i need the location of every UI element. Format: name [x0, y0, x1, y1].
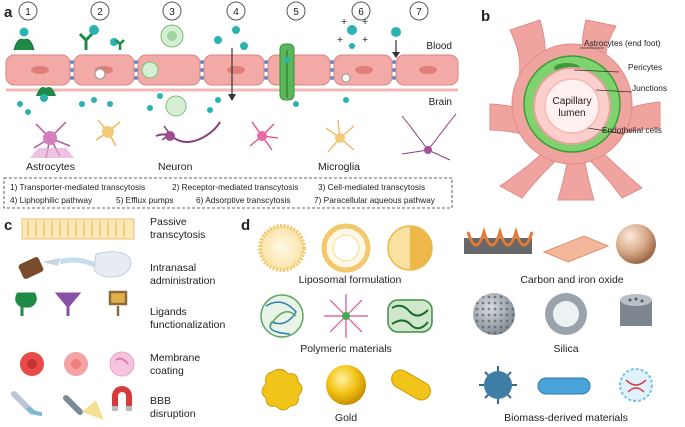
legend-item: 6) Adsorptive transcytosis	[196, 195, 291, 205]
step-markers: 1 2 3 4 5 6 7	[18, 1, 429, 21]
legend-item: 4) Liphophilic pathway	[10, 195, 93, 205]
panel-c: c	[4, 216, 225, 420]
svg-text:5: 5	[293, 7, 299, 18]
capillary-lumen	[544, 78, 600, 134]
legend-item: 1) Transporter-mediated transcytosis	[10, 182, 145, 192]
liposome-icons	[258, 223, 433, 273]
pathway-paracellular	[391, 27, 401, 58]
svg-text:7: 7	[416, 7, 422, 18]
svg-text:4: 4	[233, 7, 239, 18]
step-marker-1: 1	[18, 1, 38, 21]
panel-label-d: d	[241, 217, 250, 234]
bbb-disruption-label: BBB	[150, 395, 171, 407]
step-marker-4: 4	[226, 1, 246, 21]
panel-b: b Capillary lumen Astrocytes (end foot) …	[481, 8, 667, 201]
silica-icons	[473, 293, 652, 335]
neuron-cell	[155, 121, 221, 143]
microglia-label: Microglia	[318, 161, 360, 173]
pathway-legend: 1) Transporter-mediated transcytosis 2) …	[3, 177, 453, 209]
step-marker-6: 6	[351, 1, 371, 21]
pathway-cell-mediated	[141, 24, 187, 117]
membrane-coating-label: coating	[150, 365, 184, 377]
liposomal-label: Liposomal formulation	[299, 274, 402, 286]
step-marker-2: 2	[90, 1, 110, 21]
passive-transcytosis-label: Passive	[150, 216, 187, 228]
brain-label: Brain	[429, 97, 452, 108]
astrocyte-cell-yellow	[95, 119, 121, 147]
charge-label: +	[362, 34, 368, 46]
ligands-label: functionalization	[150, 319, 225, 331]
pathway-transporter	[13, 27, 56, 115]
astrocytes-label: Astrocytes	[26, 161, 75, 173]
biomass-label: Biomass-derived materials	[504, 412, 628, 424]
intranasal-label: Intranasal	[150, 262, 196, 274]
silica-label: Silica	[553, 343, 578, 355]
bbb-disruption-label: disruption	[150, 408, 196, 420]
membrane-coating-icons	[20, 351, 135, 377]
pathway-efflux-pump	[279, 43, 299, 107]
pathway-receptor	[78, 25, 125, 107]
membrane-coating-label: Membrane	[150, 352, 200, 364]
bbb-disruption-icons	[11, 386, 132, 420]
pathway-adsorptive: + + + +	[337, 16, 368, 103]
astrocyte-cell	[30, 121, 74, 159]
panel-a: a 1 2 3 4 5 6 7	[3, 1, 459, 209]
charge-label: +	[337, 34, 343, 46]
intranasal-label: administration	[150, 275, 216, 287]
lumen-label: lumen	[558, 108, 585, 119]
microglia-cell	[325, 119, 355, 153]
passive-transcytosis-icon	[21, 218, 135, 240]
ligand-icons	[15, 290, 128, 316]
neuron-label: Neuron	[158, 161, 193, 173]
pericytes-label: Pericytes	[628, 62, 662, 72]
passive-transcytosis-label: transcytosis	[150, 229, 205, 241]
astrocyte-end-foot-label: Astrocytes (end foot)	[584, 38, 661, 48]
ligands-label: Ligands	[150, 306, 187, 318]
polymeric-label: Polymeric materials	[300, 343, 392, 355]
svg-text:2: 2	[97, 7, 103, 18]
svg-text:6: 6	[358, 7, 364, 18]
intranasal-spray-icon	[18, 251, 132, 279]
legend-item: 2) Receptor-mediated transcytosis	[172, 182, 298, 192]
blood-label: Blood	[426, 41, 452, 52]
biomass-icons	[479, 366, 653, 404]
panel-label-b: b	[481, 8, 490, 25]
gold-label: Gold	[335, 412, 357, 424]
step-marker-5: 5	[286, 1, 306, 21]
lumen-label: Capillary	[553, 96, 592, 107]
charge-label: +	[341, 16, 347, 28]
gold-icons	[261, 365, 431, 411]
panel-d: d Liposomal formulation Carbon and iron …	[241, 217, 656, 424]
neuron-cell-pink	[249, 121, 279, 151]
carbon-iron-oxide-icons	[464, 224, 656, 264]
panel-label-c: c	[4, 217, 12, 234]
legend-item: 5) Efflux pumps	[116, 195, 174, 205]
neuron-cell-purple	[401, 113, 457, 161]
polymeric-icons	[260, 294, 433, 338]
junctions-label: Junctions	[632, 83, 667, 93]
step-marker-3: 3	[162, 1, 182, 21]
legend-item: 7) Paracellular aqueous pathway	[314, 195, 436, 205]
step-marker-7: 7	[409, 1, 429, 21]
pathway-lipophilic	[207, 26, 248, 113]
panel-b-leader-lines	[573, 47, 633, 135]
panel-label-a: a	[4, 4, 13, 21]
charge-label: +	[362, 16, 368, 28]
svg-text:1: 1	[25, 7, 31, 18]
legend-item: 3) Cell-mediated transcytosis	[318, 182, 425, 192]
endothelial-cells-label: Endothelial cells	[602, 125, 662, 135]
svg-text:3: 3	[169, 7, 175, 18]
carbon-iron-oxide-label: Carbon and iron oxide	[520, 274, 623, 286]
